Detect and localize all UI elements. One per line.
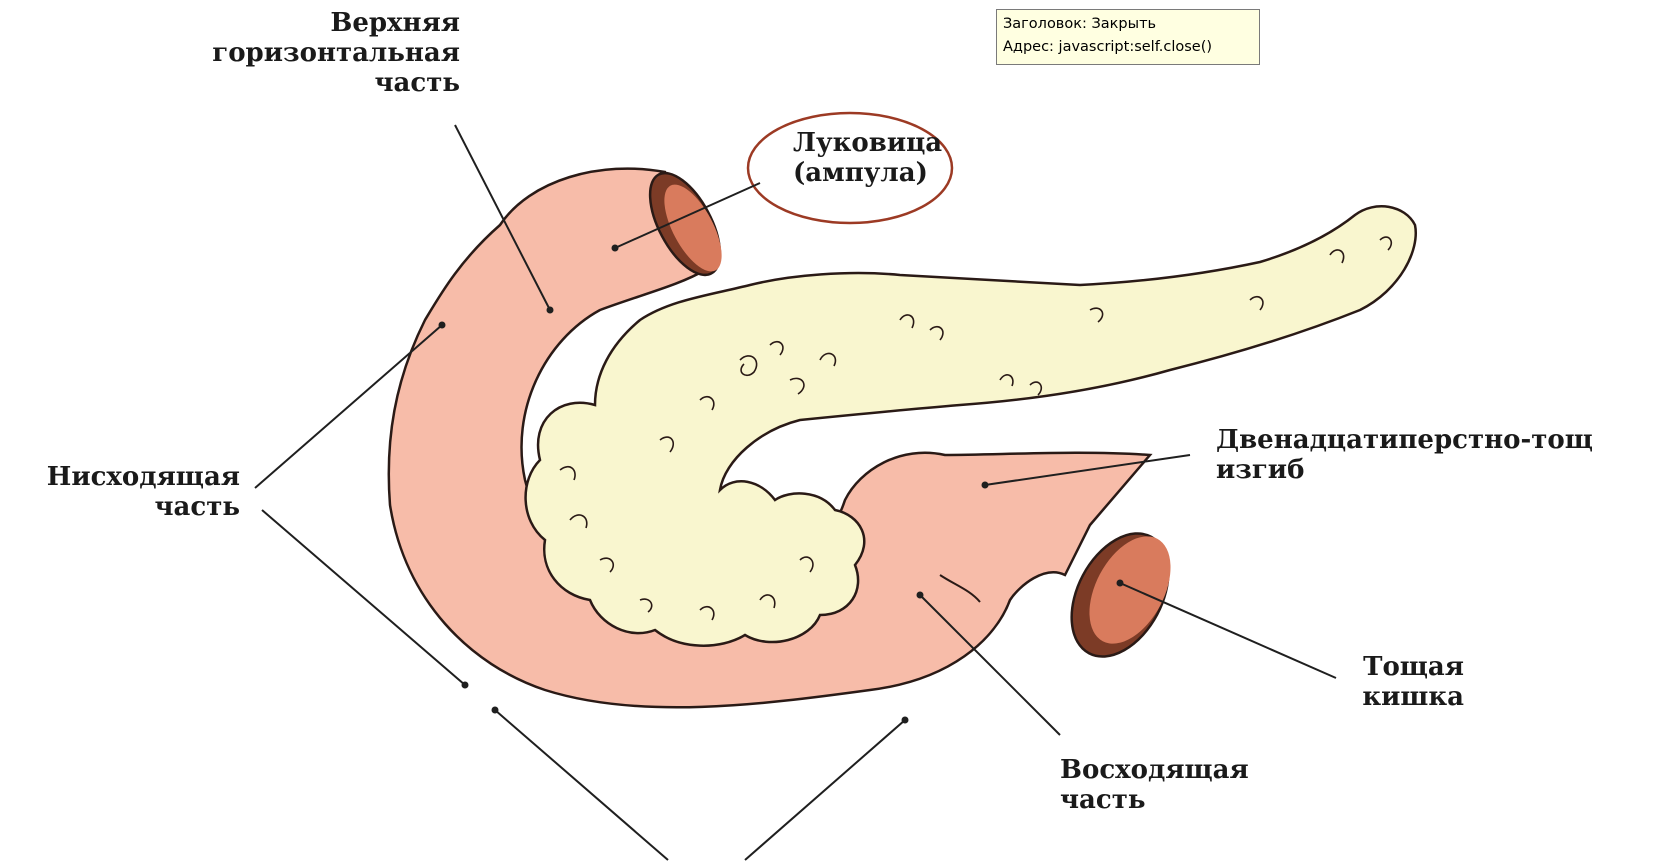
label-line: Нисходящая [47, 462, 240, 492]
label-descending-part: Нисходящая часть [47, 462, 240, 522]
tooltip-title-line: Заголовок: Закрыть [1003, 13, 1259, 36]
label-line: часть [47, 492, 240, 522]
label-line: часть [1060, 785, 1249, 815]
tooltip-address-line: Адрес: javascript:self.close() [1003, 36, 1259, 59]
label-line: кишка [1362, 682, 1464, 712]
label-duodenojejunal-flexure: Двенадцатиперстно-тощ изгиб [1216, 425, 1593, 485]
label-line: Тощая [1362, 652, 1464, 682]
label-line: горизонтальная [212, 38, 460, 68]
label-line: Восходящая [1060, 755, 1249, 785]
label-upper-horizontal-part: Верхняя горизонтальная часть [212, 8, 460, 98]
label-line: изгиб [1216, 455, 1593, 485]
label-line: Луковица [793, 128, 942, 158]
label-line: Двенадцатиперстно-тощ [1216, 425, 1593, 455]
label-jejunum: Тощая кишка [1362, 652, 1464, 712]
label-line: часть [212, 68, 460, 98]
link-tooltip: Заголовок: Закрыть Адрес: javascript:sel… [996, 9, 1260, 65]
label-line: Верхняя [212, 8, 460, 38]
label-ascending-part: Восходящая часть [1060, 755, 1249, 815]
leader-bottom-left [495, 710, 668, 860]
leader-jejunum [1120, 583, 1336, 678]
label-line: (ампула) [793, 158, 942, 188]
leader-bottom-right [745, 720, 905, 860]
label-bulb: Луковица (ампула) [793, 128, 942, 188]
